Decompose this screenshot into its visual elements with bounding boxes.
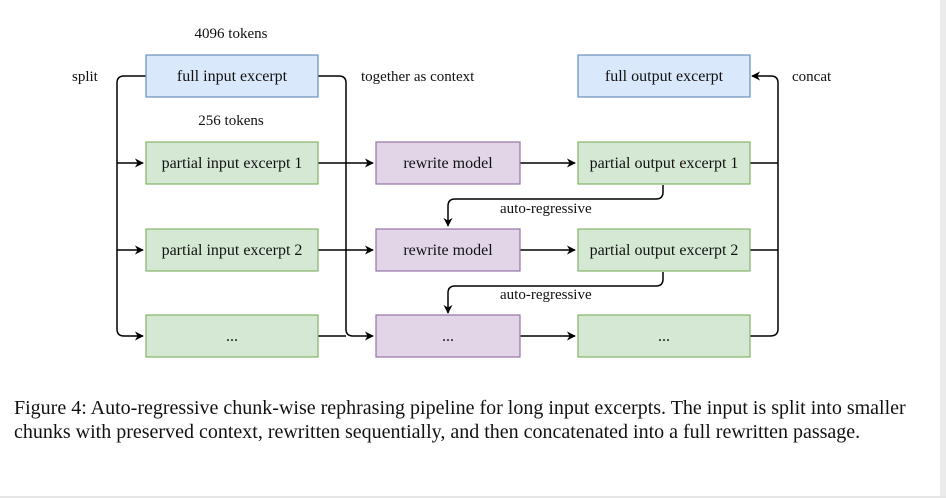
partial-input-label-2: partial input excerpt 2 xyxy=(162,242,303,259)
full-output-node: full output excerpt xyxy=(577,54,751,98)
full-input-box xyxy=(145,54,319,98)
rewrite-model-box-2 xyxy=(375,228,521,272)
full-input-label: full input excerpt xyxy=(177,68,288,85)
full-input-node: full input excerpt xyxy=(145,54,319,98)
full-output-label: full output excerpt xyxy=(605,68,724,85)
tokens-256-label: 256 tokens xyxy=(198,113,264,129)
rewrite-model-node-2: rewrite model xyxy=(375,228,521,272)
rewrite-model-label-1: rewrite model xyxy=(403,155,493,172)
partial-output-node-3: ... xyxy=(577,314,751,358)
page-edge xyxy=(940,0,946,498)
tokens-4096-label: 4096 tokens xyxy=(195,26,268,42)
full-output-box xyxy=(577,54,751,98)
bottom-divider xyxy=(0,496,946,498)
together-as-context-label: together as context xyxy=(361,69,475,85)
auto-regressive-arrow-2 xyxy=(443,272,664,314)
partial-output-node-2: partial output excerpt 2 xyxy=(577,228,751,272)
rewrite-model-node-3: ... xyxy=(375,314,521,358)
auto-regressive-arrow-1 xyxy=(443,185,664,227)
partial-output-label-1: partial output excerpt 1 xyxy=(590,155,739,172)
partial-output-label-2: partial output excerpt 2 xyxy=(590,242,739,259)
context-line xyxy=(318,75,374,341)
rewrite-model-box-3 xyxy=(375,314,521,358)
partial-output-box-2 xyxy=(577,228,751,272)
concat-bracket xyxy=(750,71,779,337)
connectors xyxy=(116,71,779,341)
partial-output-node-1: partial output excerpt 1 xyxy=(577,141,751,185)
rewrite-model-box-1 xyxy=(375,141,521,185)
partial-input-box-1 xyxy=(145,141,319,185)
partial-input-node-2: partial input excerpt 2 xyxy=(145,228,319,272)
partial-input-box-2 xyxy=(145,228,319,272)
concat-label: concat xyxy=(792,69,832,85)
rewrite-model-node-1: rewrite model xyxy=(375,141,521,185)
figure-caption: Figure 4: Auto-regressive chunk-wise rep… xyxy=(14,397,906,443)
rewrite-model-label-2: rewrite model xyxy=(403,242,493,259)
partial-output-box-1 xyxy=(577,141,751,185)
partial-input-node-3: ... xyxy=(145,314,319,358)
partial-input-label-1: partial input excerpt 1 xyxy=(162,155,303,172)
auto-regressive-label-2: auto-regressive xyxy=(500,287,592,303)
partial-output-box-3 xyxy=(577,314,751,358)
partial-input-box-3 xyxy=(145,314,319,358)
partial-input-label-3: ... xyxy=(226,328,238,345)
partial-input-node-1: partial input excerpt 1 xyxy=(145,141,319,185)
split-label: split xyxy=(72,69,99,85)
auto-regressive-label-1: auto-regressive xyxy=(500,201,592,217)
pipeline-diagram: full input excerpt full output excerpt p… xyxy=(72,26,832,358)
split-bracket xyxy=(116,75,146,341)
partial-output-label-3: ... xyxy=(658,328,670,345)
rewrite-model-label-3: ... xyxy=(442,328,454,345)
